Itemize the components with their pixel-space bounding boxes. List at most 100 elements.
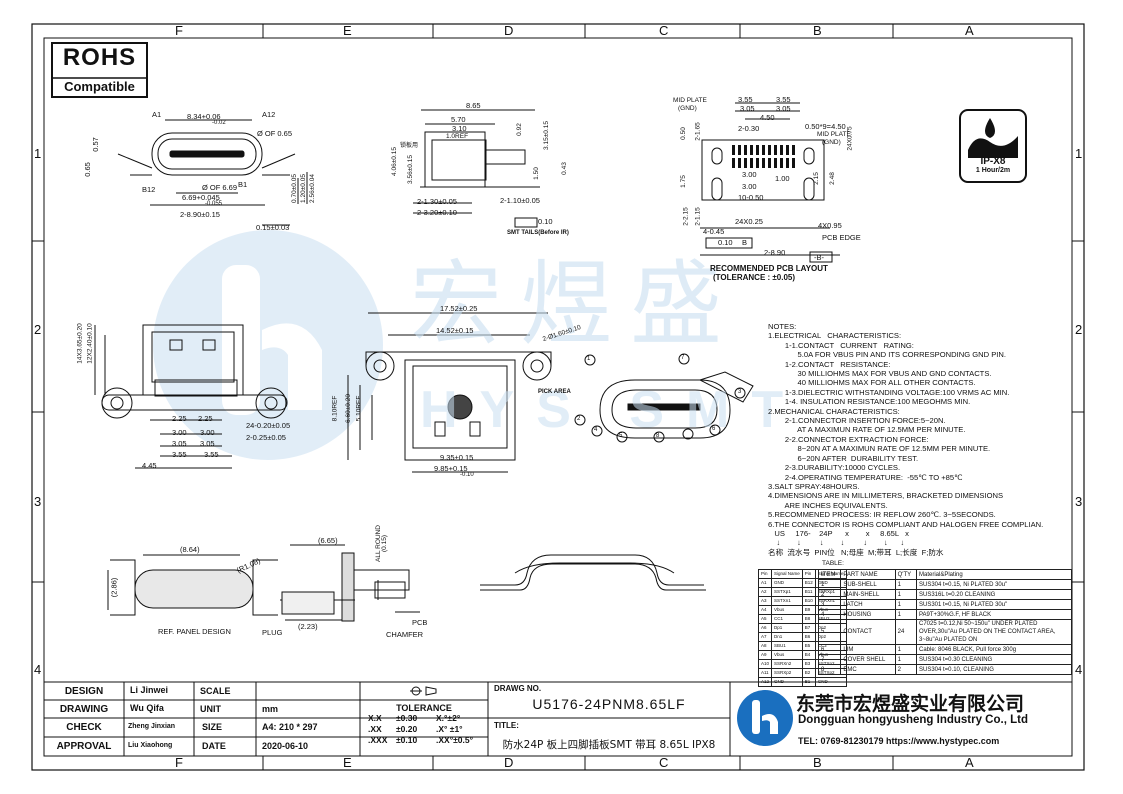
parts-cell: SUS301 t=0.15, Ni PLATED 30u" (916, 599, 1072, 610)
dim-065: 0.65 (82, 162, 92, 177)
watermark-latin: HYS SMT (420, 381, 806, 439)
pin-cell: B3 (801, 659, 816, 669)
dim-510ref: 5.10REF (355, 395, 363, 422)
parts-cell: 24 (894, 619, 918, 645)
pin-cell: B6 (801, 632, 816, 642)
company-contact: TEL: 0769-81230179 https://www.hystypec.… (798, 736, 1000, 746)
parts-cell: Q'TY (894, 569, 918, 580)
dim-b12: B12 (142, 185, 156, 194)
section-view (280, 544, 420, 622)
pin-cell: CC1 (771, 614, 803, 624)
pin-cell: SSTXp1 (771, 587, 803, 597)
pin-cell: GND (814, 677, 847, 687)
zone-right-4: 4 (1075, 662, 1083, 677)
parts-cell: 5 (817, 619, 842, 645)
dim-043: 0.43 (560, 162, 568, 175)
parts-cell: 1 (894, 599, 918, 610)
dim-8-34-tol: -0.02 (212, 120, 226, 126)
parts-cell: 1 (894, 654, 918, 665)
callout-7: 7 (681, 355, 685, 361)
dim-310: 3.10 (452, 124, 467, 133)
dim-865: 8.65 (466, 101, 481, 110)
pcb-300-a: 3.00 (742, 170, 757, 179)
drawing-no-label: DRAWG NO. (494, 684, 542, 693)
dim-a12: A12 (262, 110, 276, 119)
pcb-4x095: 4X0.95 (818, 221, 842, 230)
dim-665: (6.65) (318, 536, 338, 545)
company-name-en: Dongguan hongyusheng Industry Co., Ltd (798, 714, 1028, 726)
parts-cell: PA9T+30%G.F, HF BLACK (916, 609, 1072, 620)
pin-cell: A9 (757, 650, 773, 660)
callout-5: 5 (619, 433, 623, 439)
note-line: 1-4. INSULATION RESISTANCE:100 MEGOHMS M… (768, 397, 971, 407)
unit-value: mm (262, 704, 279, 714)
pin-cell: Pin (801, 569, 816, 579)
zone-bottom-c: C (659, 755, 669, 770)
date-value: 2020-06-10 (262, 741, 309, 751)
dim-935: 9.35±0.15 (440, 453, 474, 462)
dim-1452: 14.52±0.15 (436, 326, 474, 335)
parts-cell: 2 (894, 664, 918, 675)
dim-14x365: 14X3.65±0.20 (76, 323, 84, 364)
pin-cell: Dp1 (771, 623, 803, 633)
note-line: 2-2.CONNECTOR EXTRACTION FORCE: (768, 434, 929, 444)
pcb-450: 4.50 (760, 113, 775, 122)
front-view-top (117, 119, 308, 226)
dim-300-l: 3.00 (172, 428, 187, 437)
pcb-24x075: 24X0.75 (846, 126, 854, 151)
pcb-305-r: 3.05 (776, 104, 791, 113)
pin-cell: A5 (757, 614, 773, 624)
pcb-305-l: 3.05 (740, 104, 755, 113)
pin-cell: Vbus (771, 605, 803, 615)
note-line: 5.0A FOR VBUS PIN AND ITS CORRESPONDING … (768, 350, 1006, 360)
dim-2-130: 2-1.30±0.05 (417, 197, 457, 206)
tolerance-cell: ±0.20 (396, 724, 418, 734)
parts-cell: SUS304 t=0.10, CLEANING (916, 664, 1072, 675)
parts-cell: SUS304 t=0.30 CLEANING (916, 654, 1072, 665)
dim-2-890: 2-8.90±0.15 (180, 210, 220, 219)
parts-cell: SUB-SHELL (840, 579, 896, 590)
side-view-top (413, 109, 540, 228)
zone-bottom-f: F (175, 755, 183, 770)
dim-669: 6.69+0.045 (182, 193, 220, 202)
dim-256: 2.56±0.04 (308, 174, 316, 203)
note-line: 6~20N AFTER DURABILITY TEST. (768, 453, 919, 463)
size-label: SIZE (202, 722, 223, 732)
dim-225-l: 2.25 (172, 414, 187, 423)
zone-bottom-e: E (343, 755, 352, 770)
pcb-2-030: 2-0.30 (738, 124, 760, 133)
zone-top-d: D (504, 23, 514, 38)
tolerance-cell: .XX (368, 724, 382, 734)
dim-985: 9.85+0.15 (434, 464, 468, 473)
dim-120: 1.20±0.05 (299, 174, 307, 203)
date-label: DATE (202, 741, 226, 751)
dim-223: (2.23) (298, 622, 318, 631)
scale-label: SCALE (200, 686, 231, 696)
note-line: ARE INCHES EQUIVALENTS. (768, 500, 888, 510)
dim-070: 0.70±0.05 (290, 174, 298, 203)
pcb-24x025: 24X0.25 (735, 217, 763, 226)
tolerance-label: TOLERANCE (396, 703, 452, 713)
watermark-text: 宏煜盛 (410, 251, 741, 358)
zone-left-4: 4 (34, 662, 42, 677)
watermark-logo (153, 230, 383, 460)
pin-cell: A3 (757, 596, 773, 606)
callout-3: 3 (738, 389, 742, 395)
approval-label: APPROVAL (56, 741, 112, 752)
pin-cell: A12 (757, 677, 773, 687)
parts-cell: EMC (840, 664, 896, 675)
dim-286: (2.86) (109, 577, 119, 598)
note-line: 2.MECHANICAL CHARACTERISTICS: (768, 406, 900, 416)
check-label: CHECK (66, 722, 102, 733)
pin-cell: Dn1 (771, 632, 803, 642)
zone-top-a: A (965, 23, 974, 38)
dim-305-r: 3.05 (200, 439, 215, 448)
